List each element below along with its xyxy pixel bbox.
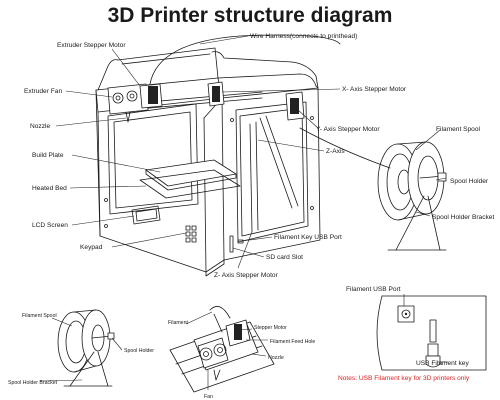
- label-filament-spool: Filament Spool: [436, 126, 481, 133]
- label-extruder-stepper-motor: Extruder Stepper Motor: [57, 42, 126, 49]
- detail-label-filament: Filament: [168, 320, 188, 326]
- label-build-plate: Build Plate: [32, 152, 64, 159]
- leader-lines: [55, 35, 447, 269]
- label-keypad: Keypad: [80, 244, 103, 251]
- detail-label-filament-spool: Filament Spool: [22, 313, 57, 319]
- detail-extruder: Filament Stepper Motor Filament Feed Hol…: [168, 306, 315, 400]
- usb-note: Notes: USB Filament key for 3D printers …: [338, 375, 470, 382]
- label-wire-harness: Wire Harness(connects to printhead): [250, 33, 357, 40]
- label-spool-holder: Spool Holder: [450, 178, 489, 185]
- detail-label-fan: Fan: [204, 394, 213, 400]
- detail-label-spool-holder: Spool Holder: [124, 348, 154, 354]
- label-lcd-screen: LCD Screen: [32, 222, 68, 229]
- detail-label-usb-filament-key: USB Filament key: [416, 360, 469, 367]
- label-z-axis: Z-Axis: [326, 148, 345, 155]
- label-filament-key-usb-port: Filament Key USB Port: [274, 234, 342, 241]
- label-nozzle: Nozzle: [30, 123, 50, 130]
- detail-label-filament-feed-hole: Filament Feed Hole: [270, 339, 315, 345]
- detail-label-nozzle: Nozzle: [268, 355, 284, 361]
- label-spool-holder-bracket: Spool Holder Bracket: [432, 214, 494, 221]
- label-z-axis-stepper-motor: Z- Axis Stepper Motor: [214, 272, 279, 279]
- printer-illustration: [95, 34, 341, 277]
- detail-usb: Filament USB Port USB Filament key Notes…: [338, 286, 487, 382]
- detail-spool: Filament Spool Spool Holder Spool Holder…: [8, 309, 154, 387]
- part-labels: Extruder Stepper Motor Wire Harness(conn…: [24, 33, 494, 279]
- label-y-axis-stepper-motor: Y- Axis Stepper Motor: [316, 126, 380, 133]
- label-heated-bed: Heated Bed: [32, 185, 67, 192]
- filament-spool-illustration: [299, 127, 447, 251]
- detail-label-stepper-motor: Stepper Motor: [254, 325, 287, 331]
- label-extruder-fan: Extruder Fan: [24, 88, 62, 95]
- label-sd-card-slot: SD card Slot: [266, 254, 303, 261]
- diagram-title: 3D Printer structure diagram: [108, 4, 393, 27]
- detail-label-filament-usb-port: Filament USB Port: [346, 286, 401, 293]
- detail-label-spool-holder-bracket: Spool Holder Bracket: [8, 380, 58, 386]
- label-x-axis-stepper-motor: X- Axis Stepper Motor: [342, 86, 407, 93]
